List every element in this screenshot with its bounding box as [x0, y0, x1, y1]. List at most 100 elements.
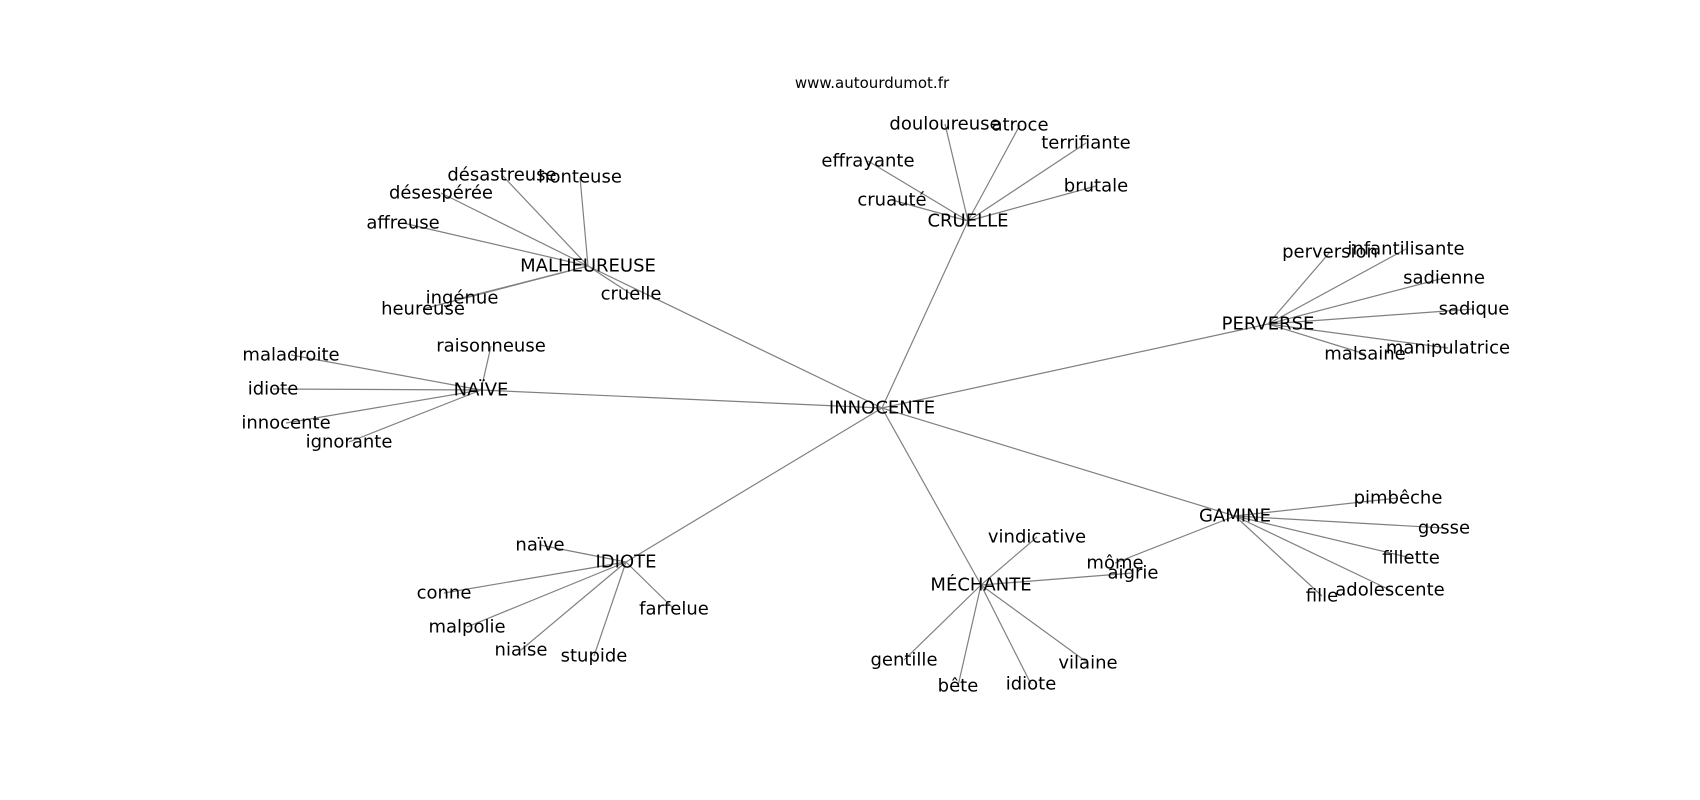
leaf-word-stupide[interactable]: stupide	[561, 646, 628, 667]
edge-cruelle-effrayante	[867, 160, 969, 222]
hub-word-naive[interactable]: NAÏVE	[454, 380, 509, 401]
leaf-word-farfelue[interactable]: farfelue	[639, 599, 709, 620]
edge-mechante-vindicative	[980, 536, 1038, 586]
leaf-word-sadique[interactable]: sadique	[1439, 299, 1510, 320]
leaf-word-ingenue[interactable]: ingénue	[426, 288, 499, 309]
leaf-word-fillette[interactable]: fillette	[1382, 548, 1440, 569]
leaf-word-bete[interactable]: bête	[938, 676, 979, 697]
edge-cruelle-cruaute	[891, 199, 969, 222]
edges	[272, 123, 1475, 687]
leaf-word-effrayante[interactable]: effrayante	[821, 151, 914, 172]
edge-idiote-malpolie	[466, 561, 627, 628]
hub-word-idiote[interactable]: IDIOTE	[595, 552, 656, 573]
edge-perverse-manipulatrice	[1267, 323, 1449, 349]
leaf-word-conne[interactable]: conne	[417, 583, 472, 604]
edge-naive-maladroite	[290, 354, 482, 391]
leaf-word-adolescente[interactable]: adolescente	[1335, 580, 1444, 601]
edge-malheureuse-desesperee	[440, 192, 589, 267]
edge-malheureuse-heureuse	[422, 265, 589, 310]
edge-idiote-farfelue	[625, 561, 675, 610]
leaf-word-douloureuse[interactable]: douloureuse	[889, 114, 1000, 135]
edge-mechante-gentille	[903, 584, 982, 661]
leaf-word-innocente[interactable]: innocente	[241, 413, 330, 434]
leaf-word-manipulatrice[interactable]: manipulatrice	[1386, 338, 1510, 359]
hub-word-malheureuse[interactable]: MALHEUREUSE	[520, 256, 656, 277]
hub-word-mechante[interactable]: MÉCHANTE	[930, 574, 1031, 596]
edge-cruelle-atroce	[967, 124, 1021, 222]
edge-malheureuse-desastreuse	[501, 174, 589, 267]
leaf-word-maladroite[interactable]: maladroite	[242, 345, 339, 366]
edge-mechante-idiote	[980, 584, 1032, 685]
edge-mechante-bete	[957, 584, 982, 687]
edge-malheureuse-cruelle	[587, 265, 632, 295]
leaf-word-vindicative[interactable]: vindicative	[988, 527, 1086, 548]
edge-perverse-sadienne	[1267, 277, 1445, 325]
edge-perverse-malsaine	[1267, 323, 1366, 355]
leaf-word-idiote[interactable]: idiote	[248, 379, 299, 400]
edge-center-perverse	[881, 323, 1269, 409]
leaf-word-cruelle[interactable]: cruelle	[601, 284, 662, 305]
edge-malheureuse-honteuse	[579, 176, 589, 267]
leaf-word-ignorante[interactable]: ignorante	[306, 432, 393, 453]
edge-center-malheureuse	[587, 265, 883, 409]
leaf-word-naive[interactable]: naïve	[515, 535, 564, 556]
edge-idiote-conne	[443, 561, 627, 594]
edge-gamine-fillette	[1234, 515, 1412, 559]
edge-naive-raisonneuse	[480, 345, 492, 391]
leaf-word-affreuse[interactable]: affreuse	[366, 213, 439, 234]
leaf-word-aigrie[interactable]: aigrie	[1108, 563, 1159, 584]
edge-idiote-naive	[539, 544, 627, 563]
edge-center-mechante	[881, 407, 982, 586]
hub-word-gamine[interactable]: GAMINE	[1199, 506, 1271, 527]
leaf-word-pimbeche[interactable]: pimbêche	[1354, 488, 1443, 509]
edge-perverse-infantilisante	[1267, 248, 1407, 325]
center-word[interactable]: INNOCENTE	[829, 398, 935, 419]
edge-idiote-stupide	[593, 561, 627, 657]
leaf-word-atroce[interactable]: atroce	[991, 115, 1048, 136]
leaf-word-gosse[interactable]: gosse	[1418, 518, 1470, 539]
source-label: www.autourdumot.fr	[795, 74, 950, 92]
edge-center-naive	[480, 389, 883, 409]
leaf-word-malpolie[interactable]: malpolie	[428, 617, 505, 638]
leaf-word-idiote[interactable]: idiote	[1006, 674, 1057, 695]
edge-gamine-mome	[1114, 515, 1236, 564]
leaf-word-perversion[interactable]: perversion	[1282, 242, 1378, 263]
leaf-word-fille[interactable]: fille	[1306, 586, 1338, 607]
leaf-word-terrifiante[interactable]: terrifiante	[1041, 133, 1131, 154]
leaf-word-vilaine[interactable]: vilaine	[1058, 653, 1117, 674]
edge-center-idiote	[625, 407, 883, 563]
leaf-word-raisonneuse[interactable]: raisonneuse	[436, 336, 546, 357]
edge-perverse-perversion	[1267, 251, 1331, 325]
edge-center-gamine	[881, 407, 1236, 517]
leaf-word-gentille[interactable]: gentille	[870, 650, 937, 671]
edge-malheureuse-affreuse	[402, 222, 589, 267]
leaf-word-malsaine[interactable]: malsaine	[1324, 344, 1405, 365]
edge-cruelle-terrifiante	[967, 142, 1087, 222]
edge-center-cruelle	[881, 220, 969, 409]
leaf-word-heureuse[interactable]: heureuse	[381, 299, 465, 320]
edge-mechante-aigrie	[980, 572, 1134, 586]
edge-naive-idiote	[272, 388, 482, 391]
edge-gamine-pimbeche	[1234, 497, 1399, 517]
edge-gamine-gosse	[1234, 515, 1445, 529]
hub-word-perverse[interactable]: PERVERSE	[1222, 314, 1315, 335]
leaf-word-cruaute[interactable]: cruauté	[857, 190, 926, 211]
leaf-word-brutale[interactable]: brutale	[1064, 176, 1128, 197]
edge-naive-ignorante	[348, 389, 482, 443]
leaf-word-sadienne[interactable]: sadienne	[1403, 268, 1485, 289]
edge-idiote-niaise	[520, 561, 627, 651]
leaf-word-honteuse[interactable]: honteuse	[538, 167, 622, 188]
leaf-word-infantilisante[interactable]: infantilisante	[1347, 239, 1464, 260]
hub-word-cruelle[interactable]: CRUELLE	[927, 211, 1008, 232]
edge-cruelle-brutale	[967, 185, 1097, 222]
leaf-word-desesperee[interactable]: désespérée	[389, 183, 493, 204]
leaf-word-niaise[interactable]: niaise	[495, 640, 548, 661]
leaf-word-desastreuse[interactable]: désastreuse	[447, 165, 556, 186]
edge-perverse-sadique	[1267, 308, 1475, 325]
leaf-word-mome[interactable]: môme	[1086, 553, 1143, 574]
edge-gamine-adolescente	[1234, 515, 1391, 591]
edge-naive-innocente	[285, 389, 482, 424]
edge-cruelle-douloureuse	[944, 123, 969, 222]
